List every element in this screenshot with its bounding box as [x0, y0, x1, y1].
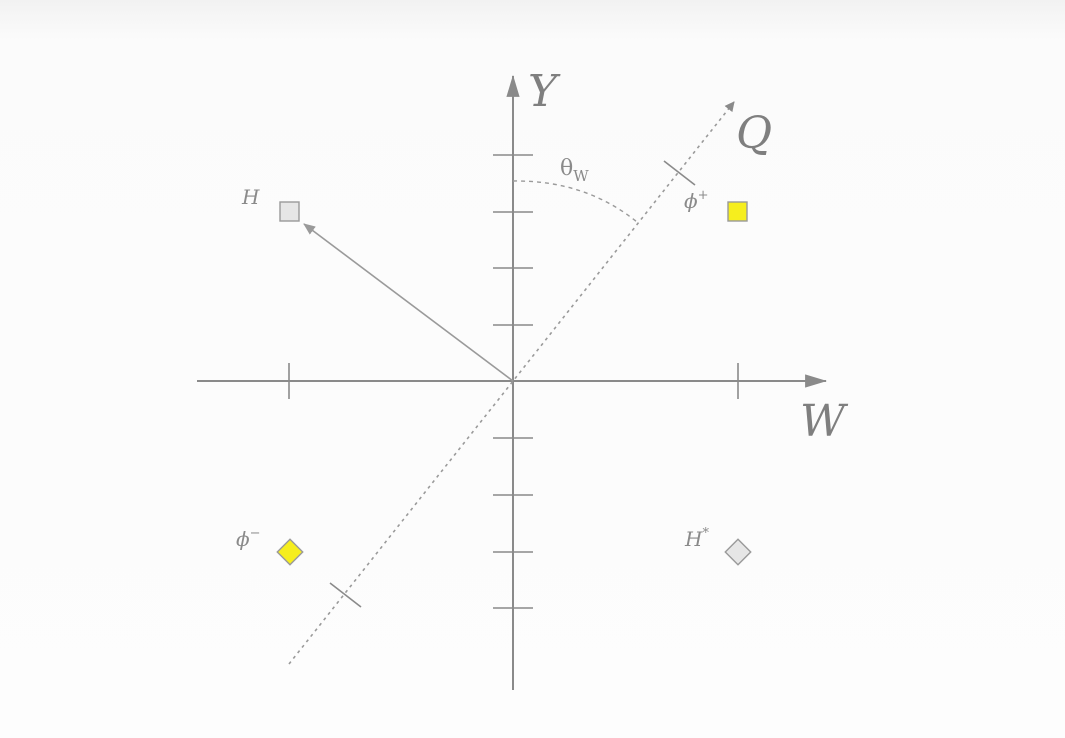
h-star-sup: * [702, 526, 709, 541]
theta-symbol: θ [560, 156, 573, 181]
h-star-symbol: H [684, 527, 703, 551]
q-axis-label: Q [736, 108, 772, 159]
q-axis-tick [329, 582, 362, 608]
theta-w-label: θW [560, 156, 589, 185]
h-square-marker [279, 201, 300, 222]
phi-minus-diamond-marker [276, 538, 304, 566]
y-axis-label: Y [528, 66, 561, 117]
phi-plus-square-marker [727, 201, 748, 222]
h-star-label: H* [684, 526, 709, 551]
theta-w-arc [512, 180, 638, 223]
phi-plus-sup: + [698, 188, 709, 203]
h-label: H [241, 185, 260, 209]
phi-plus-label: ϕ+ [684, 188, 709, 213]
phi-minus-label: ϕ− [236, 526, 261, 551]
q-axis [288, 101, 735, 665]
q-axis-tick [663, 160, 696, 186]
h-vector [303, 223, 514, 382]
phi-minus-symbol: ϕ [236, 527, 250, 551]
phi-plus-symbol: ϕ [684, 189, 698, 213]
theta-subscript: W [573, 167, 589, 185]
phi-minus-sup: − [250, 526, 261, 541]
h-star-diamond-marker [724, 538, 752, 566]
w-axis-label: W [800, 396, 849, 447]
